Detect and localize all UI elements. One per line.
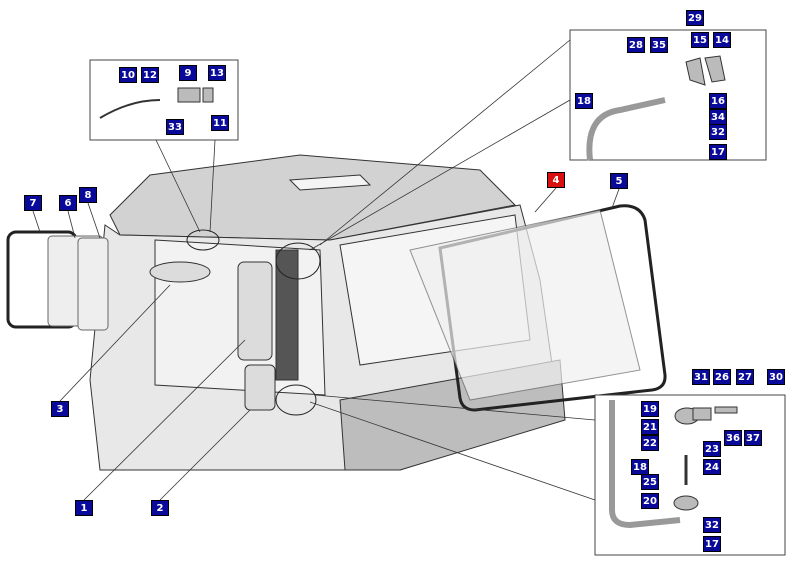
part-label[interactable]: 7	[24, 195, 42, 211]
part-label[interactable]: 32	[709, 124, 727, 140]
part-label-highlighted[interactable]: 4	[547, 172, 565, 188]
part-label[interactable]: 3	[51, 401, 69, 417]
part-label[interactable]: 5	[610, 173, 628, 189]
part-label[interactable]: 18	[575, 93, 593, 109]
part-label[interactable]: 18	[631, 459, 649, 475]
part-label[interactable]: 17	[703, 536, 721, 552]
part-label[interactable]: 12	[141, 67, 159, 83]
part-label[interactable]: 36	[724, 430, 742, 446]
part-label[interactable]: 25	[641, 474, 659, 490]
part-label[interactable]: 16	[709, 93, 727, 109]
part-label[interactable]: 23	[703, 441, 721, 457]
part-label[interactable]: 22	[641, 435, 659, 451]
part-label[interactable]: 37	[744, 430, 762, 446]
part-label[interactable]: 30	[767, 369, 785, 385]
part-label[interactable]: 21	[641, 419, 659, 435]
part-label[interactable]: 32	[703, 517, 721, 533]
part-label[interactable]: 35	[650, 37, 668, 53]
part-label[interactable]: 17	[709, 144, 727, 160]
part-label[interactable]: 31	[692, 369, 710, 385]
part-label[interactable]: 20	[641, 493, 659, 509]
part-label[interactable]: 9	[179, 65, 197, 81]
part-label[interactable]: 27	[736, 369, 754, 385]
part-label[interactable]: 11	[211, 115, 229, 131]
part-label[interactable]: 6	[59, 195, 77, 211]
part-label[interactable]: 29	[686, 10, 704, 26]
part-label[interactable]: 19	[641, 401, 659, 417]
part-label[interactable]: 10	[119, 67, 137, 83]
part-label[interactable]: 34	[709, 109, 727, 125]
part-label[interactable]: 1	[75, 500, 93, 516]
part-label[interactable]: 13	[208, 65, 226, 81]
part-label[interactable]: 2	[151, 500, 169, 516]
part-label[interactable]: 26	[713, 369, 731, 385]
part-label[interactable]: 14	[713, 32, 731, 48]
part-label[interactable]: 8	[79, 187, 97, 203]
part-label[interactable]: 33	[166, 119, 184, 135]
part-label[interactable]: 24	[703, 459, 721, 475]
part-label[interactable]: 15	[691, 32, 709, 48]
part-label[interactable]: 28	[627, 37, 645, 53]
